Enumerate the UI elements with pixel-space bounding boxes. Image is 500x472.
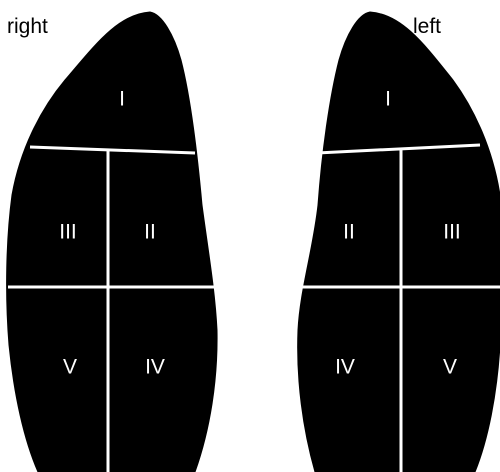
- left-region-IV: IV: [335, 356, 355, 379]
- left-divider-top: [316, 143, 481, 155]
- right-region-IV: IV: [145, 356, 165, 379]
- right-lobe: I III II V IV: [6, 11, 218, 472]
- left-region-II: II: [343, 221, 355, 244]
- right-region-I: I: [119, 88, 125, 111]
- left-side-label: left: [413, 15, 441, 38]
- right-side-label: right: [7, 15, 48, 38]
- right-lobe-shape: [6, 11, 218, 472]
- left-lobe-shape: [297, 11, 500, 472]
- left-region-V: V: [443, 356, 457, 379]
- left-lobe: I II III IV V: [297, 11, 500, 472]
- right-region-III: III: [59, 221, 77, 244]
- right-divider-top: [29, 145, 196, 155]
- right-region-II: II: [144, 221, 156, 244]
- left-region-I: I: [385, 88, 391, 111]
- right-region-V: V: [63, 356, 77, 379]
- left-region-III: III: [443, 221, 461, 244]
